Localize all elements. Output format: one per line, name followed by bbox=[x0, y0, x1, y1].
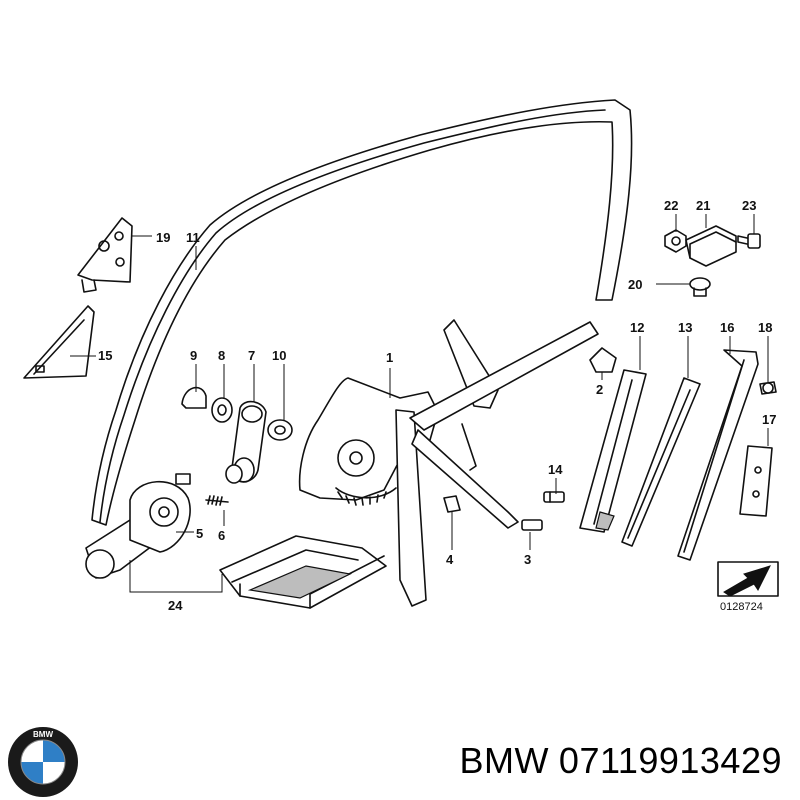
callout-15: 15 bbox=[98, 348, 112, 363]
part-12-guide-rail bbox=[579, 369, 647, 533]
part-15-corner-trim bbox=[23, 305, 95, 379]
bmw-logo: BMW bbox=[8, 727, 78, 797]
callout-21: 21 bbox=[696, 198, 710, 213]
callout-6: 6 bbox=[218, 528, 225, 543]
callout-13: 13 bbox=[678, 320, 692, 335]
part-7-belt-drive bbox=[225, 400, 267, 484]
part-10-damper bbox=[267, 419, 293, 441]
callout-24: 24 bbox=[168, 598, 183, 613]
part-8-bushing bbox=[211, 397, 233, 423]
part-18-screw bbox=[759, 381, 777, 395]
part-1-window-regulator bbox=[298, 319, 599, 607]
callout-10: 10 bbox=[272, 348, 286, 363]
callout-5: 5 bbox=[196, 526, 203, 541]
callout-4: 4 bbox=[446, 552, 454, 567]
part-17-guide-block bbox=[739, 445, 773, 517]
part-number: 07119913429 bbox=[558, 740, 782, 781]
callout-1: 1 bbox=[386, 350, 393, 365]
part-6-screw bbox=[205, 495, 229, 506]
callout-17: 17 bbox=[762, 412, 776, 427]
callout-8: 8 bbox=[218, 348, 225, 363]
reference-code: 0128724 bbox=[720, 601, 763, 613]
leader-lines bbox=[70, 214, 769, 593]
callout-3: 3 bbox=[524, 552, 531, 567]
brand-name: BMW bbox=[459, 740, 549, 781]
part-23-bolt bbox=[737, 233, 761, 249]
part-22-nut bbox=[664, 229, 687, 253]
part-3-bolt bbox=[521, 519, 543, 531]
callout-19: 19 bbox=[156, 230, 170, 245]
callout-9: 9 bbox=[190, 348, 197, 363]
callout-14: 14 bbox=[548, 462, 563, 477]
part-9-cap bbox=[181, 386, 207, 409]
callout-23: 23 bbox=[742, 198, 756, 213]
callout-16: 16 bbox=[720, 320, 734, 335]
callout-18: 18 bbox=[758, 320, 772, 335]
part-20-clip bbox=[689, 277, 711, 297]
bmw-logo-lettering: BMW bbox=[33, 730, 53, 739]
reference-icon bbox=[717, 561, 779, 597]
part-11-window-seal bbox=[91, 99, 633, 526]
part-2-clip bbox=[589, 347, 617, 373]
part-5-motor bbox=[85, 473, 191, 579]
callout-22: 22 bbox=[664, 198, 678, 213]
part-19-triangle-trim bbox=[77, 217, 133, 293]
part-13-rail bbox=[621, 377, 701, 547]
callout-12: 12 bbox=[630, 320, 644, 335]
callout-20: 20 bbox=[628, 277, 642, 292]
part-14-bolt bbox=[543, 491, 565, 503]
callout-7: 7 bbox=[248, 348, 255, 363]
part-24-control-module bbox=[219, 535, 387, 609]
part-16-rail bbox=[677, 349, 759, 561]
part-21-bracket bbox=[685, 225, 737, 267]
callout-labels: 1 2 3 4 5 6 7 8 9 10 11 12 13 14 15 16 1… bbox=[98, 198, 776, 613]
part-4-clip bbox=[443, 495, 461, 513]
callout-11: 11 bbox=[186, 230, 200, 245]
callout-2: 2 bbox=[596, 382, 603, 397]
